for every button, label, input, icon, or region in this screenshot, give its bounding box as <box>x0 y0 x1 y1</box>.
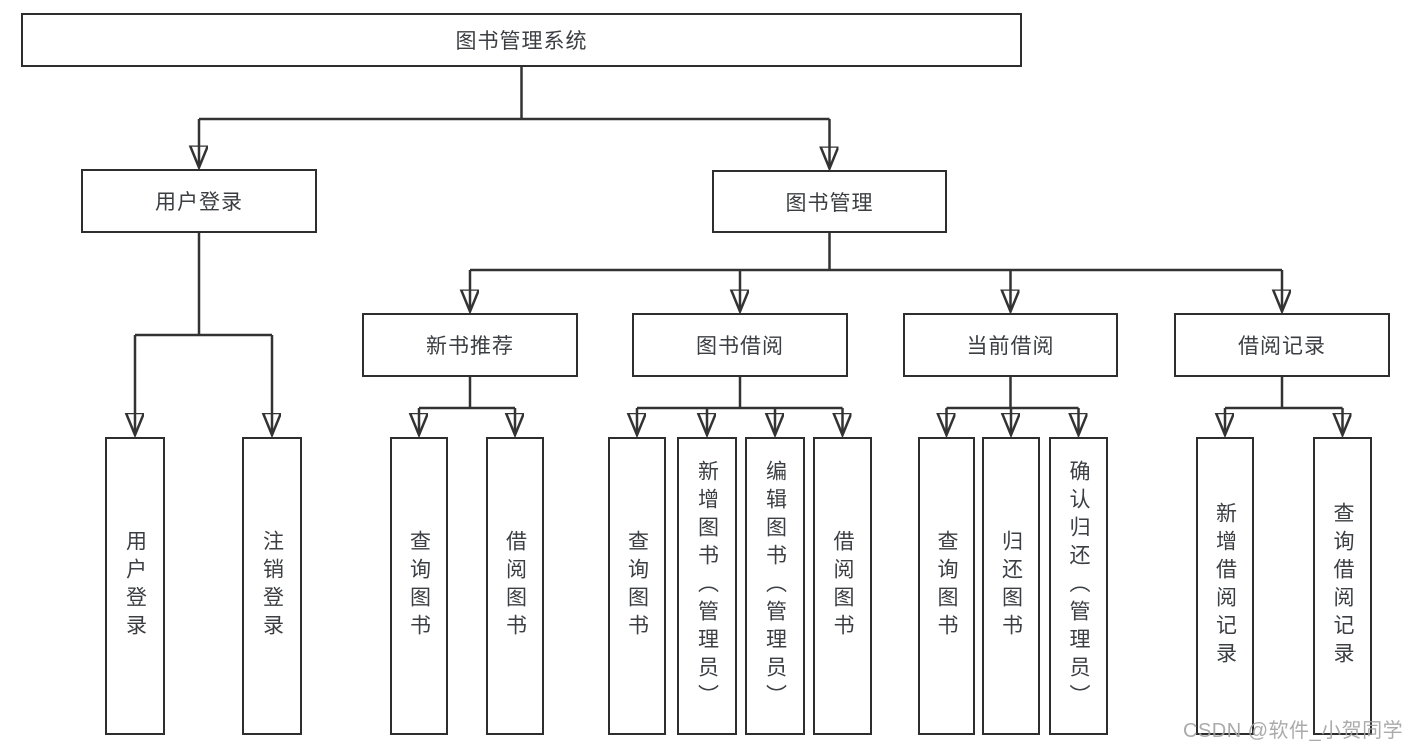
node-leaf-bb-edit-books-admin: 编辑图书（管理员） <box>745 437 805 735</box>
node-leaf-br-add-record-label: 新增借阅记录 <box>1213 502 1237 670</box>
node-new-books: 新书推荐 <box>362 313 578 377</box>
node-book-mgmt-label: 图书管理 <box>785 191 874 215</box>
node-borrow-records-label: 借阅记录 <box>1238 335 1326 358</box>
node-leaf-user-login: 用户登录 <box>105 437 165 735</box>
node-user-login: 用户登录 <box>81 169 317 233</box>
node-leaf-bb-query-books: 查询图书 <box>608 437 666 735</box>
node-leaf-nb-query-books-label: 查询图书 <box>407 530 431 642</box>
node-leaf-logout-label: 注销登录 <box>260 530 284 642</box>
node-book-borrow-label: 图书借阅 <box>696 335 784 358</box>
node-current-borrow-label: 当前借阅 <box>966 335 1055 358</box>
node-user-login-label: 用户登录 <box>155 191 243 214</box>
node-leaf-br-query-record: 查询借阅记录 <box>1313 437 1372 735</box>
trunk-lines <box>135 67 1343 410</box>
node-new-books-label: 新书推荐 <box>426 335 514 358</box>
node-leaf-cb-confirm-return-admin: 确认归还（管理员） <box>1049 437 1108 735</box>
node-leaf-bb-borrow-books: 借阅图书 <box>813 437 872 735</box>
node-leaf-bb-query-books-label: 查询图书 <box>625 530 649 642</box>
node-root-label: 图书管理系统 <box>455 30 588 53</box>
node-book-mgmt: 图书管理 <box>712 170 947 233</box>
node-leaf-cb-query-books: 查询图书 <box>918 437 975 735</box>
node-leaf-bb-add-books-admin-label: 新增图书（管理员） <box>695 460 719 712</box>
node-book-borrow: 图书借阅 <box>632 313 848 377</box>
node-current-borrow: 当前借阅 <box>903 313 1118 377</box>
node-leaf-br-add-record: 新增借阅记录 <box>1196 437 1254 735</box>
node-leaf-cb-query-books-label: 查询图书 <box>935 530 958 642</box>
node-leaf-cb-return-books: 归还图书 <box>982 437 1040 735</box>
node-leaf-nb-borrow-books: 借阅图书 <box>486 437 544 735</box>
node-leaf-cb-return-books-label: 归还图书 <box>999 530 1023 642</box>
node-leaf-bb-edit-books-admin-label: 编辑图书（管理员） <box>763 460 787 712</box>
csdn-watermark: CSDN @软件_小贺同学 <box>1183 720 1404 742</box>
node-leaf-br-query-record-label: 查询借阅记录 <box>1331 502 1354 670</box>
node-leaf-bb-add-books-admin: 新增图书（管理员） <box>677 437 737 735</box>
node-root: 图书管理系统 <box>21 13 1022 67</box>
node-borrow-records: 借阅记录 <box>1174 313 1390 377</box>
node-leaf-nb-borrow-books-label: 借阅图书 <box>503 530 527 642</box>
node-leaf-cb-confirm-return-admin-label: 确认归还（管理员） <box>1067 460 1090 712</box>
node-leaf-nb-query-books: 查询图书 <box>390 437 448 735</box>
node-leaf-user-login-label: 用户登录 <box>123 530 147 642</box>
node-leaf-logout: 注销登录 <box>242 437 302 735</box>
node-leaf-bb-borrow-books-label: 借阅图书 <box>831 530 854 642</box>
